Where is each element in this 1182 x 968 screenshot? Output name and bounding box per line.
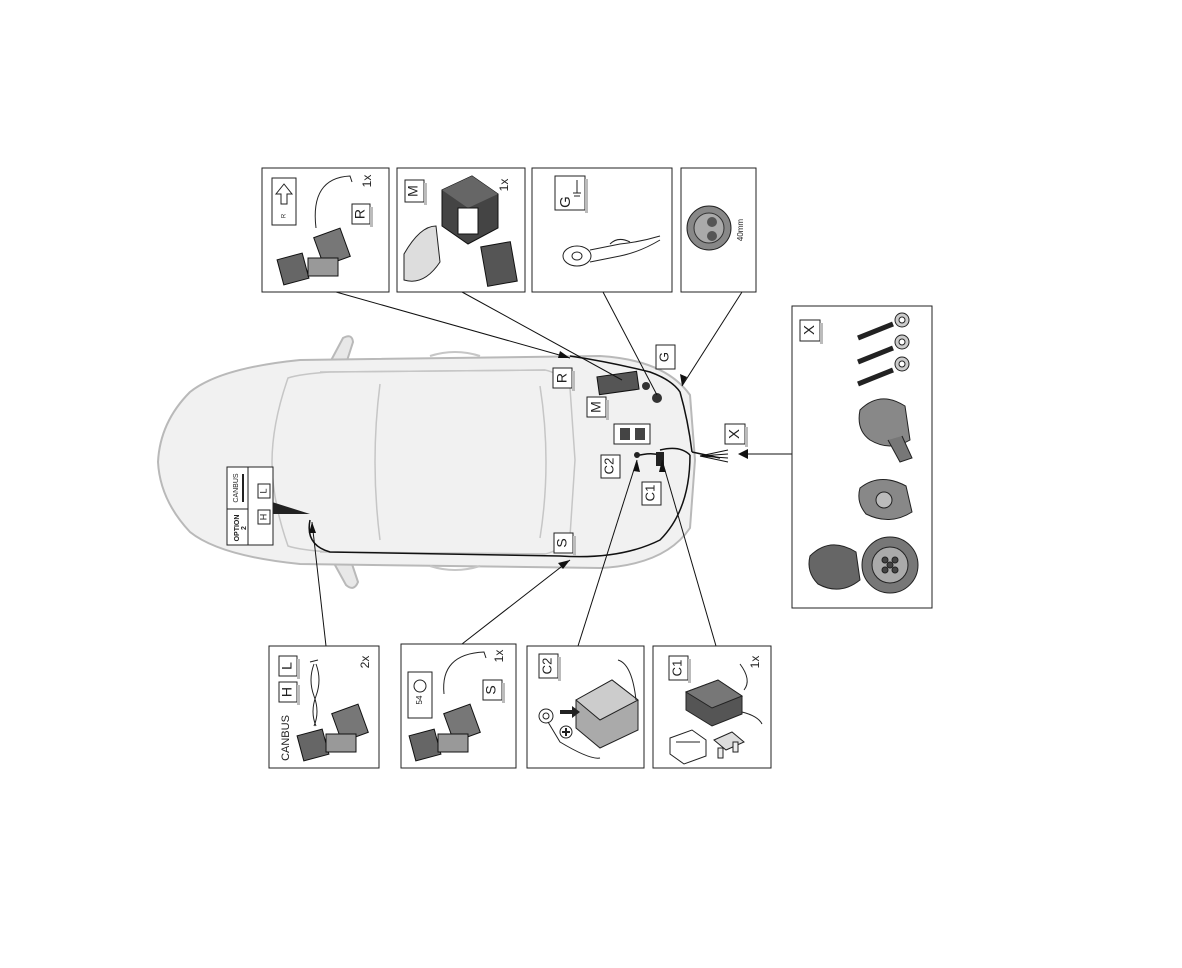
car-label-C2: C2 [600,454,621,479]
car-label-G: G [655,344,676,370]
ring-terminal-icon [538,708,601,759]
gasket-icon [858,479,913,520]
option-canbus-callout: OPTION 2 CANBUS L H [226,466,310,546]
svg-text:1x: 1x [497,179,511,192]
windshield-line [374,383,381,541]
control-module-icon [441,175,499,245]
panel-HL: L H CANBUS 2x [268,645,380,769]
car-body [156,354,697,570]
svg-text:R: R [352,209,368,219]
svg-text:R: R [554,373,570,383]
bolts-and-nuts-icon [857,312,910,387]
svg-text:OPTION: OPTION [234,515,241,542]
leader-lines [311,291,792,647]
svg-text:C1: C1 [642,485,657,502]
svg-text:1x: 1x [360,175,374,188]
ground-icon [573,180,581,197]
car-label-M: M [586,396,609,420]
grommet-icon [686,205,732,251]
svg-text:CANBUS: CANBUS [280,715,292,761]
svg-text:X: X [801,325,818,335]
panel-M: M 1x [396,167,526,293]
svg-text:S: S [483,685,499,694]
wheel-arch-1 [429,351,481,357]
svg-text:G: G [656,352,671,362]
svg-text:C2: C2 [601,458,616,475]
svg-text:CANBUS: CANBUS [233,473,240,503]
harness-connector-icon [276,227,351,286]
door-line-top [319,369,546,373]
panel-C2: C2 [526,645,645,769]
wire-fan [699,449,729,463]
panel-C1: C1 1x [652,645,772,769]
svg-text:H: H [258,514,268,521]
svg-text:C2: C2 [539,658,554,675]
fuse-holder-icon [684,663,763,727]
svg-text:H: H [279,687,295,697]
adhesive-pad-icon [403,225,441,282]
leader-arrowheads [309,351,748,569]
svg-text:G: G [557,196,574,208]
panel-S: 54 1x S [400,643,517,769]
fuse-case-icon [669,729,707,765]
plus-icon [559,725,573,739]
wheel-arch-2 [429,565,481,571]
car-label-S: S [553,532,576,556]
harness-connector-icon [296,703,369,762]
svg-text:C1: C1 [669,660,684,677]
svg-text:R: R [282,213,288,218]
fuse-box-icon [575,659,639,749]
svg-text:X: X [726,429,743,439]
car-label-C1: C1 [641,481,662,506]
svg-text:2x: 2x [358,656,372,669]
panel-grommet: 40mm [680,167,757,293]
blade-fuse-icon [713,731,745,759]
socket-cover-icon [858,398,913,463]
car-label-X: X [724,423,748,447]
module-on-car [596,370,664,466]
module-plug-icon [480,241,518,287]
svg-text:L: L [258,488,268,493]
panel-X: X [791,305,933,609]
reverse-arrow-icon: R [271,177,297,226]
svg-text:S: S [554,538,570,547]
panel-G: G [531,167,673,293]
svg-text:L: L [279,662,295,670]
svg-text:1x: 1x [748,656,762,669]
panel-R: R 1x R [261,167,390,293]
harness-connector-icon [408,703,481,762]
svg-text:54: 54 [415,695,424,704]
svg-text:2: 2 [241,526,248,530]
trailer-socket-icon [808,536,919,594]
arrow-right-icon [560,706,580,718]
svg-text:1x: 1x [492,650,506,663]
rear-window-line [539,385,547,539]
ring-terminal-icon [562,235,661,267]
car-label-R: R [552,367,575,391]
twisted-wire-icon [309,659,320,727]
svg-text:M: M [405,185,421,197]
svg-text:M: M [588,401,604,413]
module-mode-icons [613,423,651,445]
svg-text:40mm: 40mm [736,219,745,242]
